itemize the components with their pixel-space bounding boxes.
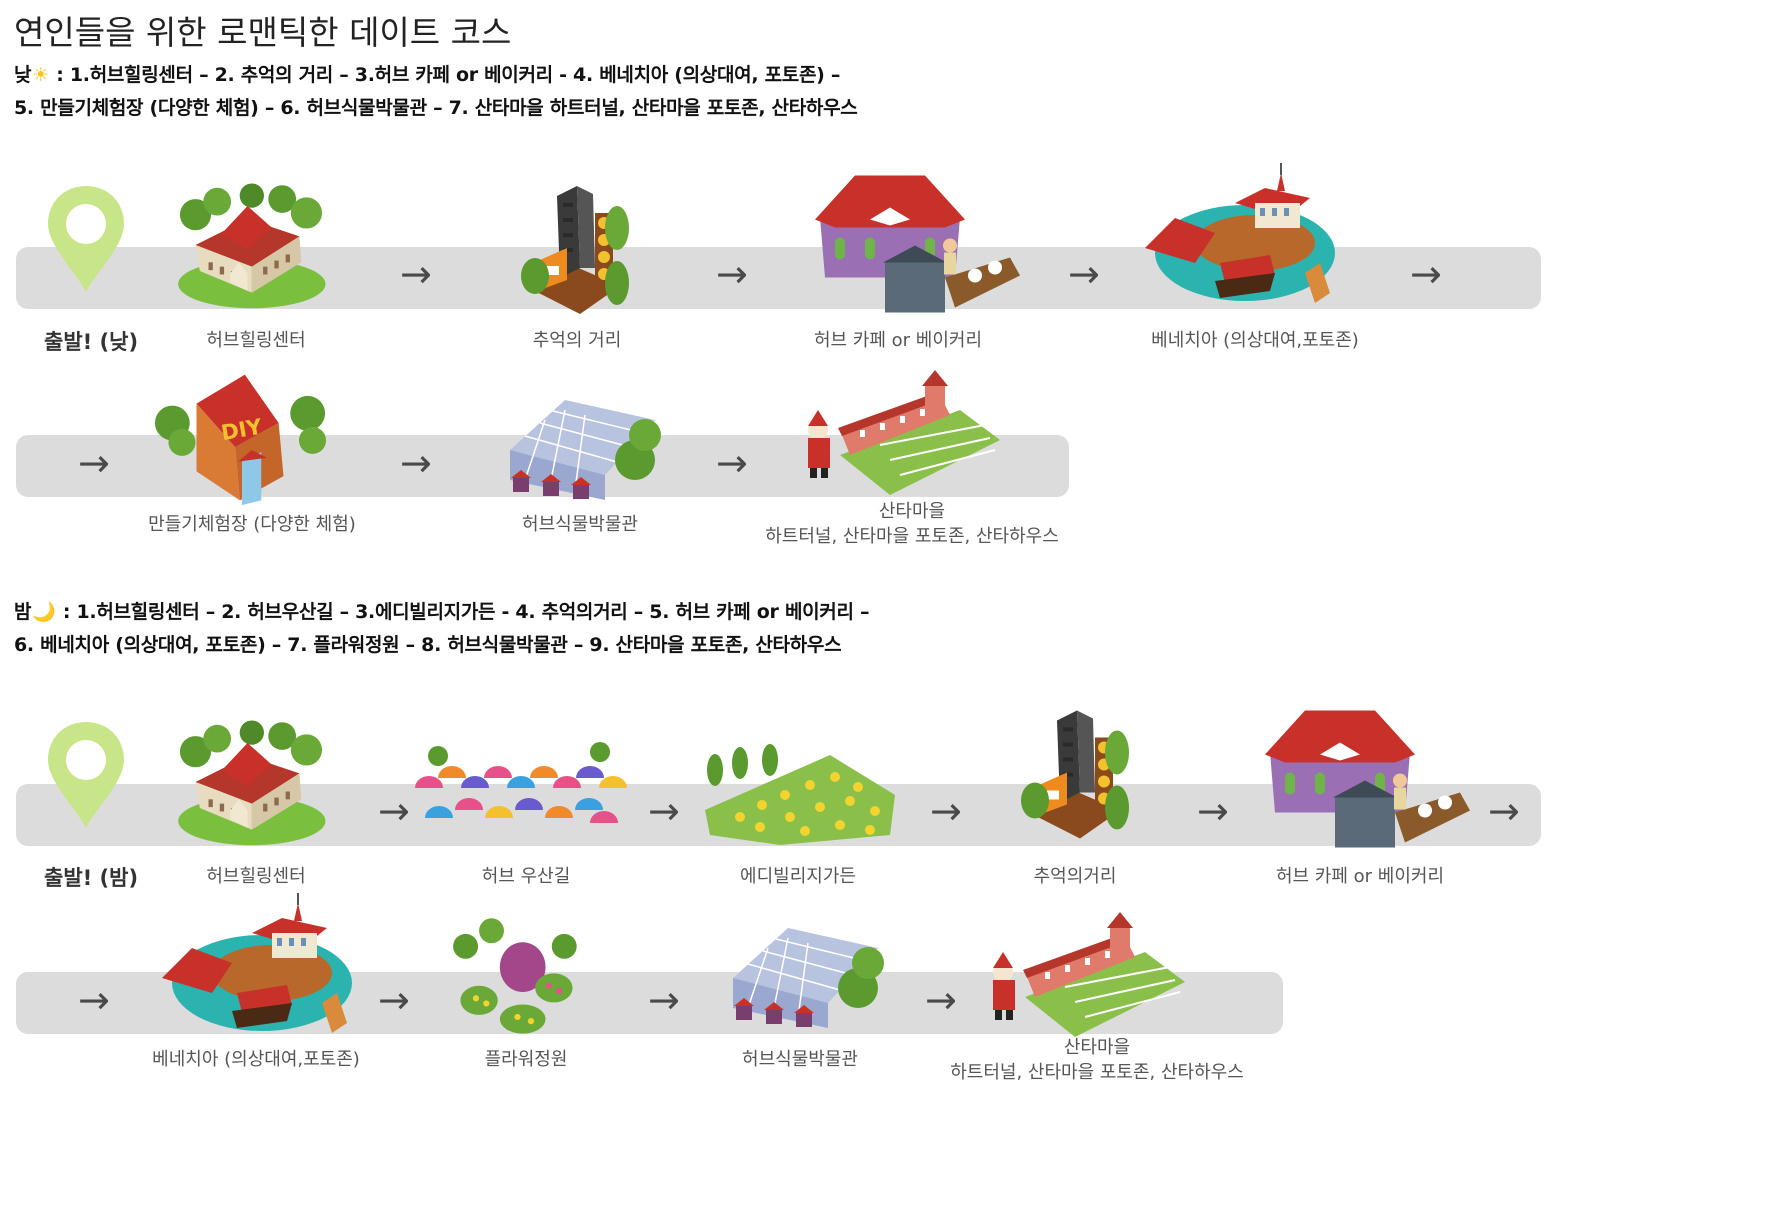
stop-label: 에디빌리지가든 — [740, 864, 856, 889]
stop-label: 산타마을 하트터널, 산타마을 포토존, 산타하우스 — [765, 499, 1059, 549]
arrow-icon: → — [78, 444, 110, 482]
stop-label-line2: 하트터널, 산타마을 포토존, 산타하우스 — [950, 1060, 1244, 1085]
sun-icon: ☀ — [32, 64, 49, 86]
stop-label: 산타마을 하트터널, 산타마을 포토존, 산타하우스 — [950, 1035, 1244, 1085]
day-prefix: 낮 — [14, 64, 31, 86]
start-pin-icon — [46, 184, 126, 294]
day-course-text1: : 1.허브힐링센터 – 2. 추억의 거리 – 3.허브 카페 or 베이커리… — [50, 64, 840, 86]
arrow-icon: → — [1488, 792, 1520, 830]
stop-label: 허브 우산길 — [482, 864, 571, 889]
arrow-icon: → — [716, 255, 748, 293]
healing-center-illustration — [155, 180, 340, 310]
stop-label: 허브식물박물관 — [522, 512, 638, 537]
night-prefix: 밤 — [14, 601, 31, 623]
arrow-icon: → — [378, 792, 410, 830]
stop-label: 추억의거리 — [1034, 864, 1117, 889]
umbrella-street-illustration — [410, 738, 630, 848]
moon-icon: 🌙 — [32, 600, 55, 623]
night-course-line1: 밤🌙 : 1.허브힐링센터 – 2. 허브우산길 – 3.에디빌리지가든 - 4… — [14, 597, 869, 624]
herb-cafe-illustration — [815, 165, 1025, 320]
day-start-label: 출발! (낮) — [44, 326, 138, 356]
memory-street-illustration — [505, 168, 635, 318]
stop-label-line1: 산타마을 — [765, 499, 1059, 524]
arrow-icon: → — [378, 981, 410, 1019]
healing-center-illustration — [155, 717, 340, 847]
day-course-line2: 5. 만들기체험장 (다양한 체험) – 6. 허브식물박물관 – 7. 산타마… — [14, 93, 857, 120]
santa-village-illustration — [800, 370, 1000, 500]
eddy-village-garden-illustration — [700, 735, 900, 845]
herb-museum-illustration — [728, 918, 888, 1038]
arrow-icon: → — [400, 255, 432, 293]
arrow-icon: → — [930, 792, 962, 830]
venezia-illustration — [1135, 158, 1345, 318]
arrow-icon: → — [78, 981, 110, 1019]
flower-garden-illustration — [450, 915, 585, 1040]
arrow-icon: → — [648, 981, 680, 1019]
stop-label: 만들기체험장 (다양한 체험) — [148, 512, 356, 537]
stop-label: 허브 카페 or 베이커리 — [1276, 864, 1444, 889]
arrow-icon: → — [1068, 255, 1100, 293]
night-course-line2: 6. 베네치아 (의상대여, 포토존) – 7. 플라워정원 – 8. 허브식물… — [14, 630, 841, 657]
santa-village-illustration — [985, 912, 1185, 1042]
night-course-text1: : 1.허브힐링센터 – 2. 허브우산길 – 3.에디빌리지가든 - 4. 추… — [57, 601, 870, 623]
arrow-icon: → — [648, 792, 680, 830]
stop-label: 베네치아 (의상대여,포토존) — [1151, 328, 1359, 353]
diy-workshop-illustration — [150, 365, 330, 510]
arrow-icon: → — [400, 444, 432, 482]
stop-label: 베네치아 (의상대여,포토존) — [152, 1047, 360, 1072]
stop-label: 허브 카페 or 베이커리 — [814, 328, 982, 353]
stop-label: 플라워정원 — [485, 1047, 568, 1072]
stop-label: 허브식물박물관 — [742, 1047, 858, 1072]
stop-label-line2: 하트터널, 산타마을 포토존, 산타하우스 — [765, 524, 1059, 549]
day-course-line1: 낮☀ : 1.허브힐링센터 – 2. 추억의 거리 – 3.허브 카페 or 베… — [14, 60, 840, 87]
arrow-icon: → — [1410, 255, 1442, 293]
arrow-icon: → — [925, 981, 957, 1019]
herb-cafe-illustration — [1265, 700, 1475, 855]
venezia-illustration — [152, 888, 362, 1048]
arrow-icon: → — [716, 444, 748, 482]
memory-street-illustration — [1005, 690, 1135, 845]
night-start-label: 출발! (밤) — [44, 862, 138, 892]
stop-label: 허브힐링센터 — [206, 328, 305, 353]
page-title: 연인들을 위한 로맨틱한 데이트 코스 — [14, 6, 511, 54]
stop-label-line1: 산타마을 — [950, 1035, 1244, 1060]
arrow-icon: → — [1197, 792, 1229, 830]
stop-label: 추억의 거리 — [533, 328, 622, 353]
herb-museum-illustration — [505, 390, 665, 510]
stop-label: 허브힐링센터 — [206, 864, 305, 889]
start-pin-icon — [46, 720, 126, 830]
